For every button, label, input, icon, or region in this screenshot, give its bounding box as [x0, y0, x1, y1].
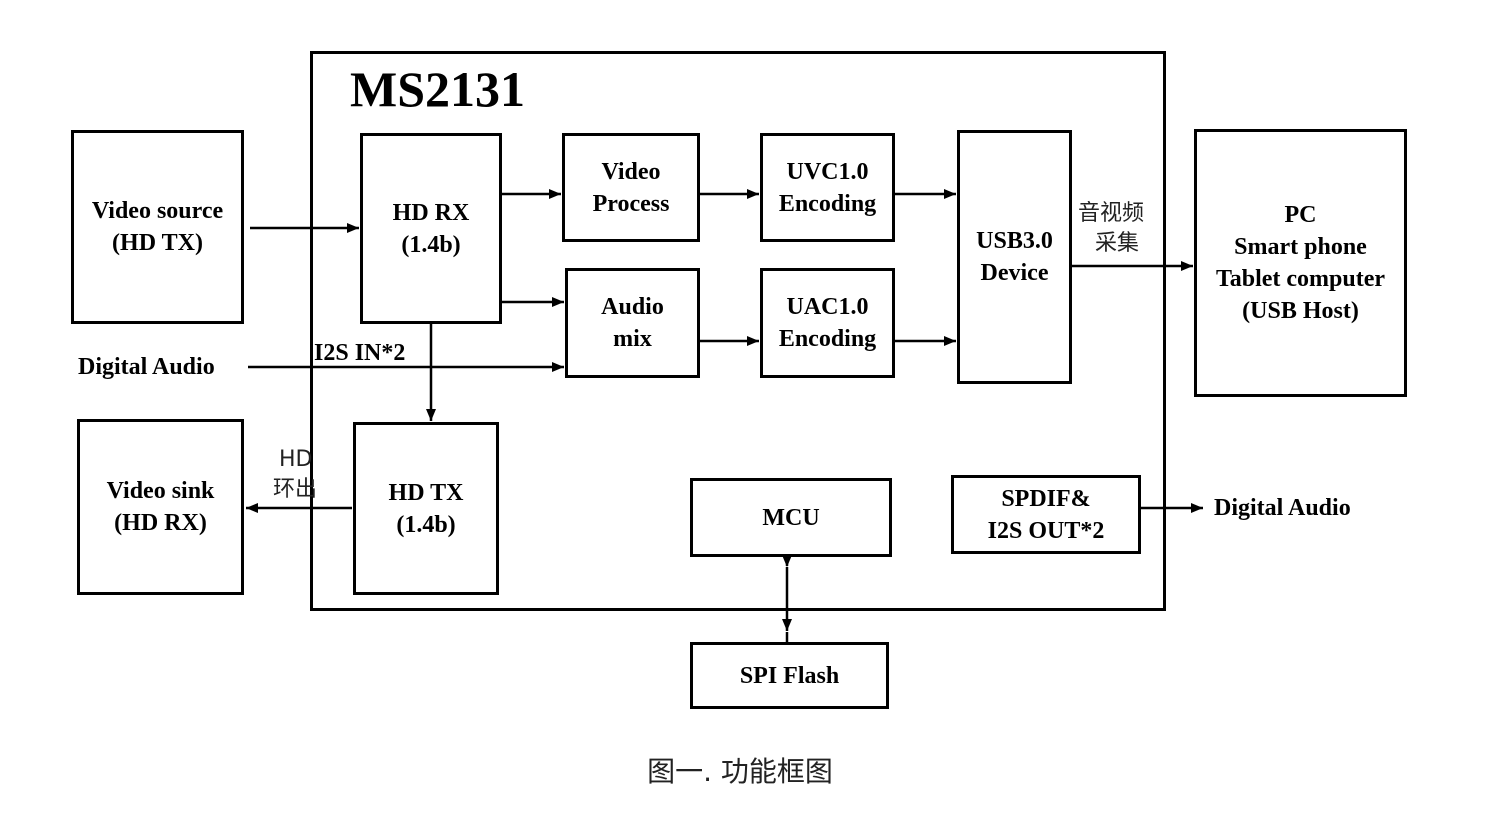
label-i2s-in: I2S IN*2	[314, 340, 406, 366]
block-spdif-i2s-out: SPDIF&I2S OUT*2	[951, 475, 1141, 554]
block-spi-flash: SPI Flash	[690, 642, 889, 709]
block-mcu: MCU	[690, 478, 892, 557]
label-digital-audio-out: Digital Audio	[1214, 495, 1351, 521]
chip-title: MS2131	[350, 61, 525, 117]
block-hd-tx: HD TX(1.4b)	[353, 422, 499, 595]
ms2131-chip-boundary	[310, 51, 1166, 611]
label-digital-audio-in: Digital Audio	[78, 354, 215, 380]
block-video-sink: Video sink(HD RX)	[77, 419, 244, 595]
label-av-capture: 音视频采集	[1078, 201, 1145, 256]
block-hd-rx: HD RX(1.4b)	[360, 133, 502, 324]
figure-caption: 图一. 功能框图	[647, 755, 833, 788]
block-video-source: Video source(HD TX)	[71, 130, 244, 324]
